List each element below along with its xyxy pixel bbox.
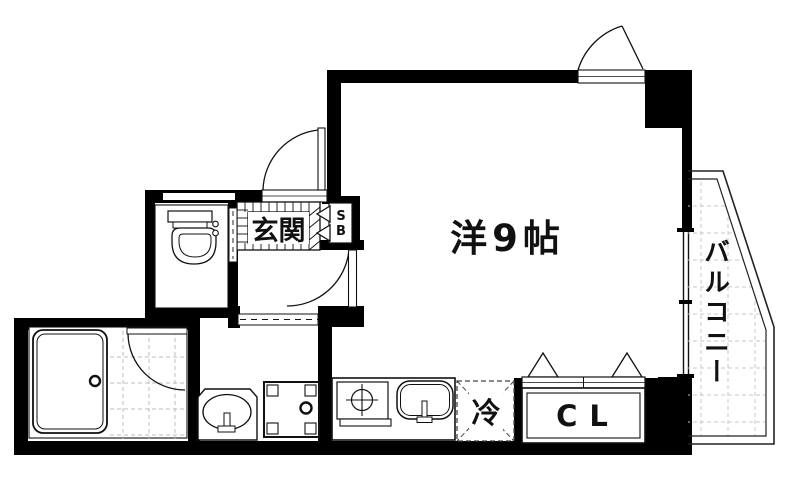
bathroom-door-swing-arc <box>127 333 186 391</box>
entry-door <box>261 127 328 203</box>
toilet-icon <box>167 210 219 265</box>
toilet-door <box>228 207 238 263</box>
hall-door-swing-arc <box>286 249 350 307</box>
closet-door-mark <box>526 351 560 378</box>
toilet-room <box>154 204 238 309</box>
sink-icon <box>396 380 454 423</box>
drain-outlet <box>299 401 313 415</box>
balcony-window <box>677 228 694 378</box>
entry-door-leaf <box>317 127 326 191</box>
bathroom-door <box>126 327 188 391</box>
top-door-leaf <box>621 25 644 70</box>
closet-box <box>521 351 646 444</box>
washing-machine-pan-icon <box>263 381 320 438</box>
shoe-box-door-mark <box>315 204 331 224</box>
genkan-tiles <box>236 201 321 251</box>
sink-faucet <box>421 400 428 419</box>
bathtub-drain <box>88 374 102 388</box>
shoe-box <box>315 202 353 244</box>
balcony-outline <box>688 170 775 445</box>
shower-floor-grid <box>110 331 187 439</box>
bathtub-icon <box>32 329 108 434</box>
entry-door-swing-arc <box>262 129 319 191</box>
kitchen-counter <box>331 377 456 441</box>
hall-door <box>286 249 358 308</box>
bathroom-door-leaf <box>126 327 188 335</box>
window-mullion <box>679 300 692 304</box>
washroom-door <box>237 313 319 326</box>
fix-window-top-left <box>163 193 235 200</box>
shoe-box-door-mark <box>315 223 331 243</box>
washbasin-icon <box>197 388 258 441</box>
bathroom <box>28 326 188 439</box>
refrigerator-space-box <box>456 380 515 442</box>
hall-door-leaf <box>347 249 358 308</box>
closet-door-mark <box>610 351 644 378</box>
main-room-top-door <box>577 25 646 84</box>
stove-icon <box>336 381 392 427</box>
top-door-swing-arc <box>577 25 623 71</box>
